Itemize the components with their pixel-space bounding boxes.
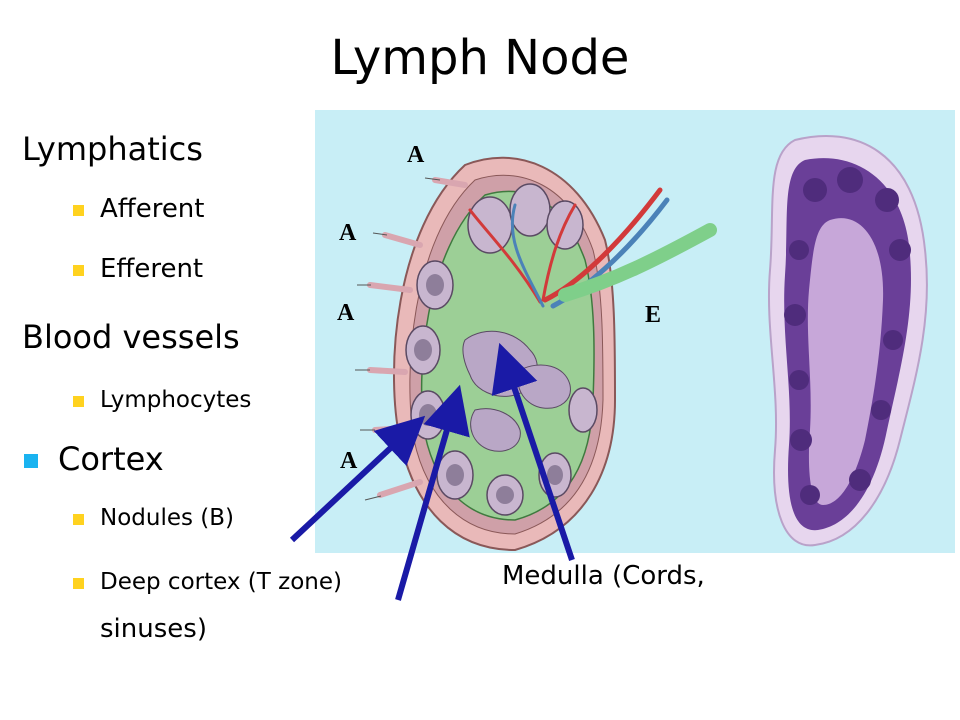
lymph-node-schematic [355,156,717,552]
deep-cortex-label: Deep cortex (T zone) [100,569,342,595]
afferent-item: Afferent [73,194,205,224]
efferent-label: Efferent [100,254,204,284]
lymphatics-heading: Lymphatics [22,130,203,168]
lymph-node-figure: A A A A E [315,110,955,553]
afferent-label-3: A [337,300,355,326]
bullet-icon [24,454,38,468]
nodules-item: Nodules (B) [73,505,235,531]
slide-title: Lymph Node [330,30,630,86]
blood-vessels-heading: Blood vessels [22,318,240,356]
afferent-label-2: A [339,220,357,246]
bullet-icon [73,514,84,525]
bullet-icon [73,265,84,276]
bullet-icon [73,396,84,407]
nodules-label: Nodules (B) [100,505,235,531]
lymph-node-micrograph [767,135,928,547]
afferent-label-1: A [407,142,425,168]
bullet-icon [73,205,84,216]
lymphocytes-label: Lymphocytes [100,387,252,413]
cortex-item: Cortex [24,440,164,478]
cortex-label: Cortex [58,440,164,478]
bullet-icon [73,578,84,589]
efferent-item: Efferent [73,254,204,284]
medulla-label-continued: sinuses) [100,614,207,644]
afferent-label-4: A [340,448,358,474]
medulla-label: Medulla (Cords, [502,561,705,591]
efferent-label: E [645,302,661,328]
afferent-label: Afferent [100,194,205,224]
lymphocytes-item: Lymphocytes [73,387,252,413]
deep-cortex-item: Deep cortex (T zone) [73,569,342,595]
